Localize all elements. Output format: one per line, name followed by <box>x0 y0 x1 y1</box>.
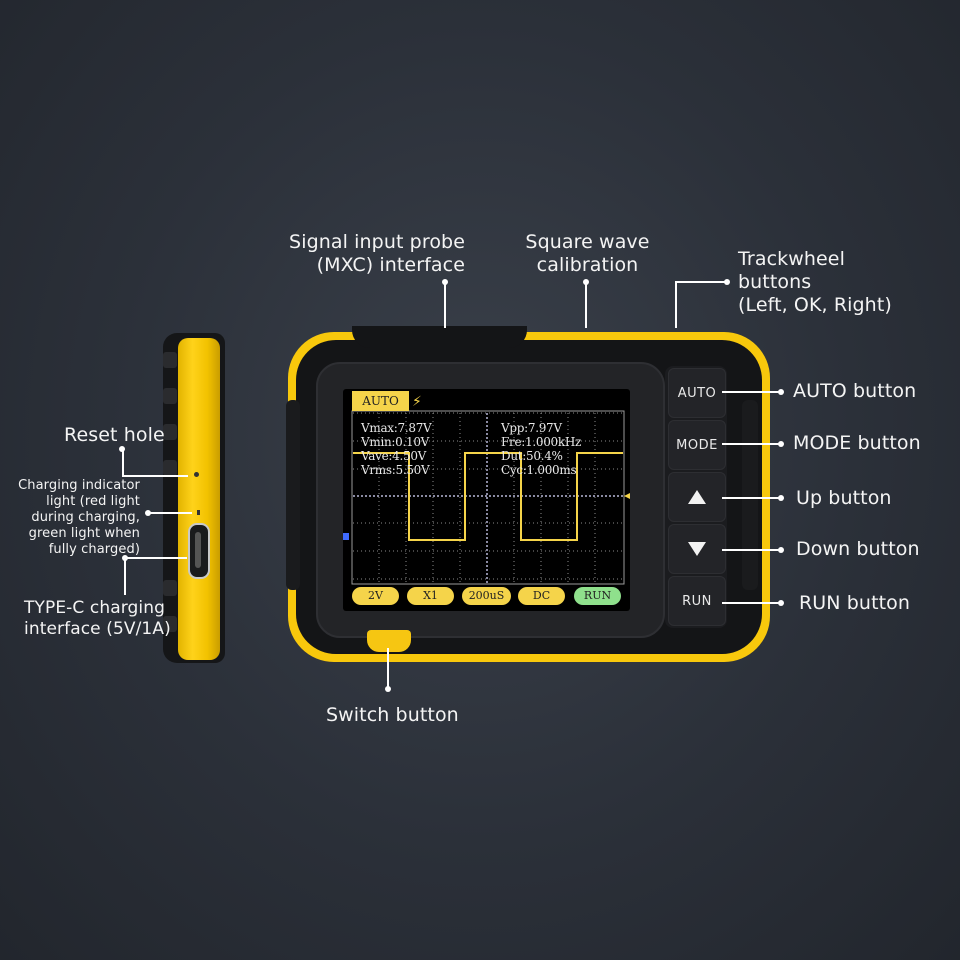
side-rib <box>163 352 177 368</box>
device-left-grip <box>286 400 300 590</box>
chip-probe-multiplier[interactable]: X1 <box>407 587 454 605</box>
label-line: TYPE-C charging <box>24 598 165 618</box>
callout-line <box>444 282 446 328</box>
up-device-button[interactable] <box>668 472 726 522</box>
callout-dot <box>778 547 784 553</box>
label-line: Square wave <box>525 231 650 253</box>
label-line: interface (5V/1A) <box>24 619 171 639</box>
label-charging-indicator: Charging indicator light (red light duri… <box>10 478 140 558</box>
square-waveform <box>353 452 623 541</box>
label-line: (Left, OK, Right) <box>738 294 892 316</box>
chip-volts-div[interactable]: 2V <box>352 587 399 605</box>
label-line: (MXC) interface <box>316 254 465 276</box>
side-rib <box>163 616 177 632</box>
label-signal-input: Signal input probe (MXC) interface <box>260 231 465 277</box>
label-line: fully charged) <box>48 542 140 557</box>
callout-line <box>148 512 192 514</box>
side-rib <box>163 424 177 440</box>
label-type-c: TYPE-C charging interface (5V/1A) <box>24 598 171 640</box>
label-line: light (red light <box>46 494 140 509</box>
callout-dot <box>385 686 391 692</box>
callout-dot <box>778 441 784 447</box>
callout-line <box>122 450 124 477</box>
label-line: calibration <box>536 254 639 276</box>
measure-cyc: Cyc:1.000ms <box>501 463 577 477</box>
side-rib <box>163 460 177 476</box>
callout-line <box>676 281 726 283</box>
callout-line <box>722 549 780 551</box>
device-top-notch <box>352 326 527 348</box>
label-run-button: RUN button <box>799 592 911 614</box>
label-line: green light when <box>28 526 140 541</box>
callout-line <box>722 391 780 393</box>
measure-vmin: Vmin:0.10V <box>361 435 430 449</box>
label-line: Charging indicator <box>18 478 140 493</box>
callout-line <box>722 443 780 445</box>
callout-line <box>125 557 187 559</box>
label-down-button: Down button <box>796 538 920 560</box>
measure-dut: Dut:50.4% <box>501 449 563 463</box>
callout-dot <box>119 446 125 452</box>
type-c-port-inner <box>195 532 201 568</box>
callout-dot <box>724 279 730 285</box>
side-rib <box>163 580 177 596</box>
callout-line <box>387 648 389 688</box>
down-arrow-icon <box>688 542 706 556</box>
mode-device-button[interactable]: MODE <box>668 420 726 470</box>
measure-fre: Fre:1.000kHz <box>501 435 582 449</box>
label-line: buttons <box>738 271 812 293</box>
power-switch-button[interactable] <box>367 630 411 652</box>
reset-hole[interactable] <box>194 472 199 477</box>
label-reset-hole: Reset hole <box>64 424 165 446</box>
chip-time-div[interactable]: 200uS <box>462 587 511 605</box>
callout-line <box>122 475 188 477</box>
label-line: during charging, <box>31 510 140 525</box>
device-right-grip <box>742 400 758 590</box>
label-auto-button: AUTO button <box>793 380 917 402</box>
callout-dot <box>778 495 784 501</box>
label-mode-button: MODE button <box>793 432 921 454</box>
label-square-wave: Square wave calibration <box>510 231 665 277</box>
trigger-level-marker-icon <box>624 493 630 499</box>
callout-dot <box>778 389 784 395</box>
label-up-button: Up button <box>796 487 892 509</box>
ground-marker-icon <box>343 533 349 540</box>
callout-line <box>675 281 677 328</box>
label-line: Signal input probe <box>289 231 465 253</box>
callout-line <box>124 557 126 595</box>
down-device-button[interactable] <box>668 524 726 574</box>
label-trackwheel: Trackwheel buttons (Left, OK, Right) <box>738 248 892 317</box>
screen-grid-svg <box>343 410 630 585</box>
side-bumper <box>178 338 220 660</box>
measure-vpp: Vpp:7.97V <box>501 421 562 435</box>
side-rib <box>163 388 177 404</box>
callout-line <box>585 282 587 328</box>
measure-vmax: Vmax:7.87V <box>361 421 432 435</box>
up-arrow-icon <box>688 490 706 504</box>
callout-line <box>722 602 780 604</box>
callout-dot <box>778 600 784 606</box>
callout-line <box>722 497 780 499</box>
chip-run-state[interactable]: RUN <box>574 587 621 605</box>
oscilloscope-screen <box>343 389 630 611</box>
label-line: Trackwheel <box>738 248 845 270</box>
label-switch-button: Switch button <box>326 704 459 726</box>
measure-vave: Vave:4.50V <box>361 449 427 463</box>
chip-coupling[interactable]: DC <box>518 587 565 605</box>
screen-mode-tab: AUTO <box>352 391 409 411</box>
measure-vrms: Vrms:5.50V <box>361 463 430 477</box>
grid-border <box>351 410 625 585</box>
charging-indicator-light <box>197 510 200 515</box>
trigger-icon: ⚡ <box>412 393 422 409</box>
run-device-button[interactable]: RUN <box>668 576 726 626</box>
auto-device-button[interactable]: AUTO <box>668 368 726 418</box>
